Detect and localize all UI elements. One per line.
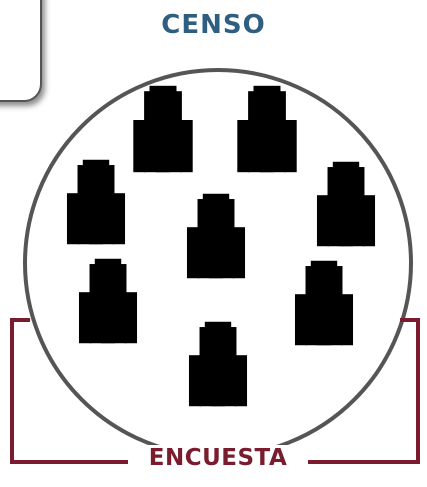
corner-card xyxy=(0,0,42,102)
building-icon xyxy=(235,85,299,173)
building-icon xyxy=(131,85,195,173)
building-icon xyxy=(315,161,377,247)
building-icon xyxy=(187,321,249,407)
survey-bracket-right xyxy=(308,318,420,464)
building-icon xyxy=(185,193,247,279)
survey-label: ENCUESTA xyxy=(128,445,308,471)
building-icon xyxy=(77,258,139,344)
building-icon xyxy=(65,159,127,245)
building-icon xyxy=(293,260,355,346)
census-title: CENSO xyxy=(161,10,266,40)
survey-bracket-left xyxy=(10,318,128,464)
